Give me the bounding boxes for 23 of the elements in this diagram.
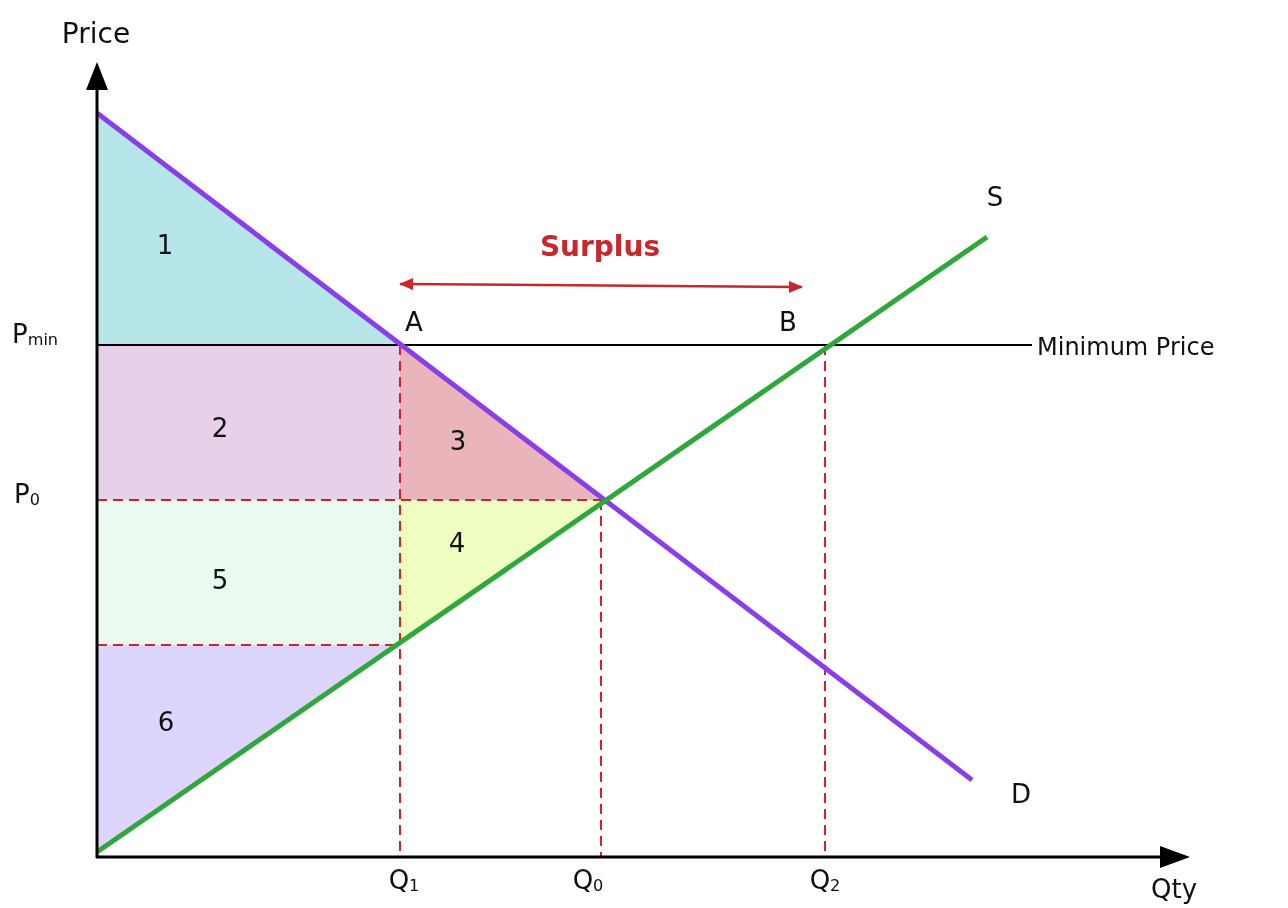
line-label: Minimum Price: [1037, 333, 1215, 361]
shaded-area: [97, 345, 400, 500]
price-label: P$_{0}$: [14, 478, 40, 510]
area-number: 5: [211, 565, 229, 595]
curve-label: S: [986, 182, 1004, 212]
point-label: B: [779, 307, 797, 337]
shaded-area: [97, 500, 400, 645]
area-number: 2: [211, 413, 229, 443]
axis-title: Qty: [1151, 874, 1197, 904]
axis-title: Price: [61, 16, 131, 50]
price-label: P$_{min}$: [12, 318, 59, 350]
quantity-label: Q$_{0}$: [572, 864, 604, 896]
shaded-area: [400, 500, 601, 640]
quantity-label: Q$_{2}$: [809, 864, 841, 896]
area-number: 4: [448, 528, 466, 558]
surplus-label: Surplus: [539, 229, 661, 263]
curve-label: D: [1011, 779, 1031, 809]
shaded-area: [400, 345, 601, 500]
area-number: 3: [449, 426, 467, 456]
quantity-label: Q$_{1}$: [388, 864, 420, 896]
area-number: 6: [157, 707, 175, 737]
area-number: 1: [156, 230, 174, 260]
point-label: A: [405, 307, 423, 337]
